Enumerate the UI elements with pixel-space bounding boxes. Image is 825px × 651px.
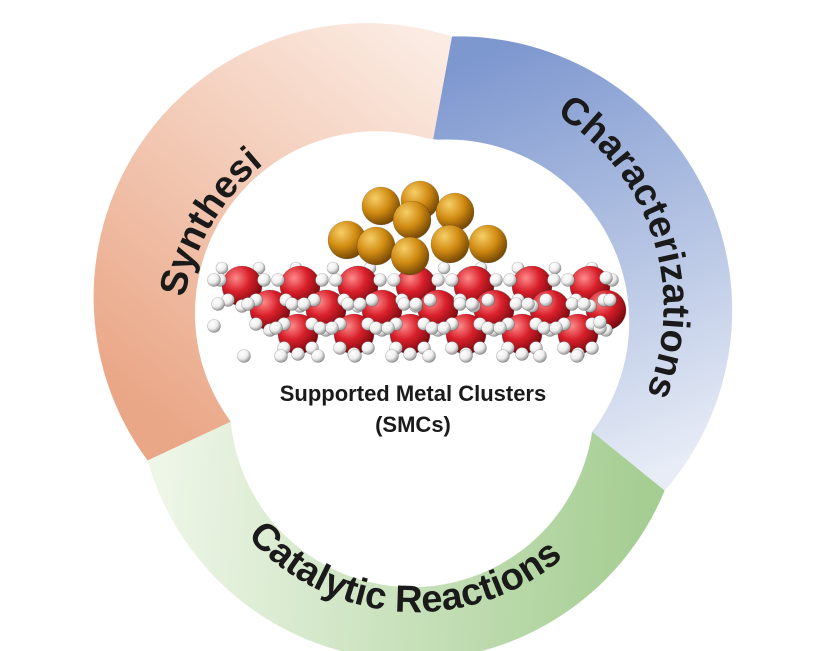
hydrogen-atom bbox=[533, 349, 547, 363]
hydrogen-atom bbox=[509, 297, 523, 311]
metal-atom bbox=[390, 236, 430, 276]
hydrogen-atom bbox=[215, 261, 229, 275]
metal-cluster-on-support-illustration bbox=[207, 180, 627, 363]
hydrogen-atom bbox=[211, 297, 225, 311]
hydrogen-atom bbox=[373, 273, 387, 287]
hydrogen-atom bbox=[459, 349, 473, 363]
hydrogen-atom bbox=[291, 347, 305, 361]
hydrogen-atom bbox=[409, 297, 423, 311]
hydrogen-atom bbox=[570, 349, 584, 363]
hydrogen-atom bbox=[207, 319, 221, 333]
hydrogen-atom bbox=[493, 321, 507, 335]
hydrogen-atom bbox=[422, 349, 436, 363]
hydrogen-atom bbox=[593, 315, 607, 329]
hydrogen-atom bbox=[496, 349, 510, 363]
metal-atom bbox=[430, 224, 470, 264]
metal-cluster bbox=[327, 180, 508, 276]
hydrogen-atom bbox=[473, 341, 487, 355]
hydrogen-atom bbox=[503, 273, 517, 287]
hydrogen-atom bbox=[313, 321, 327, 335]
hydrogen-atom bbox=[599, 271, 613, 285]
hydrogen-atom bbox=[453, 297, 467, 311]
hydrogen-atom bbox=[381, 321, 395, 335]
hydrogen-atom bbox=[549, 321, 563, 335]
hydrogen-atom bbox=[548, 261, 562, 275]
ring-segment-characterizations bbox=[433, 36, 733, 491]
hydrogen-atom bbox=[585, 341, 599, 355]
hydrogen-atom bbox=[361, 341, 375, 355]
center-title-line2: (SMCs) bbox=[375, 412, 451, 437]
hydrogen-atom bbox=[481, 293, 495, 307]
hydrogen-atom bbox=[249, 317, 263, 331]
hydrogen-atom bbox=[252, 261, 266, 275]
hydrogen-atom bbox=[561, 273, 575, 287]
hydrogen-atom bbox=[539, 293, 553, 307]
hydrogen-atom bbox=[425, 321, 439, 335]
hydrogen-atom bbox=[557, 341, 571, 355]
hydrogen-atom bbox=[257, 273, 271, 287]
hydrogen-atom bbox=[385, 349, 399, 363]
hydrogen-atom bbox=[237, 349, 251, 363]
hydrogen-atom bbox=[341, 297, 355, 311]
ring-segment-synthesis bbox=[93, 23, 453, 461]
center-title-line1: Supported Metal Clusters bbox=[280, 381, 546, 406]
ring-segment-catalytic bbox=[147, 421, 665, 651]
hydrogen-atom bbox=[285, 297, 299, 311]
hydrogen-atom bbox=[423, 293, 437, 307]
metal-atom bbox=[468, 224, 508, 264]
hydrogen-atom bbox=[329, 273, 343, 287]
hydrogen-atom bbox=[437, 261, 451, 275]
hydrogen-atom bbox=[387, 273, 401, 287]
hydrogen-atom bbox=[365, 293, 379, 307]
hydrogen-atom bbox=[445, 341, 459, 355]
hydrogen-atom bbox=[369, 321, 383, 335]
hydrogen-atom bbox=[397, 297, 411, 311]
hydrogen-atom bbox=[207, 273, 221, 287]
oxide-support-slab bbox=[207, 261, 627, 363]
hydrogen-atom bbox=[348, 349, 362, 363]
metal-atom bbox=[435, 192, 475, 232]
hydrogen-atom bbox=[333, 341, 347, 355]
hydrogen-atom bbox=[603, 293, 617, 307]
hydrogen-atom bbox=[353, 297, 367, 311]
hydrogen-atom bbox=[565, 297, 579, 311]
hydrogen-atom bbox=[271, 273, 285, 287]
hydrogen-atom bbox=[274, 349, 288, 363]
hydrogen-atom bbox=[241, 297, 255, 311]
hydrogen-atom bbox=[311, 349, 325, 363]
hydrogen-atom bbox=[481, 321, 495, 335]
hydrogen-atom bbox=[537, 321, 551, 335]
hydrogen-atom bbox=[489, 273, 503, 287]
hydrogen-atom bbox=[521, 297, 535, 311]
hydrogen-atom bbox=[445, 273, 459, 287]
hydrogen-atom bbox=[403, 347, 417, 361]
hydrogen-atom bbox=[515, 347, 529, 361]
hydrogen-atom bbox=[269, 321, 283, 335]
hydrogen-atom bbox=[431, 273, 445, 287]
hydrogen-atom bbox=[437, 321, 451, 335]
hydrogen-atom bbox=[315, 273, 329, 287]
hydrogen-atom bbox=[325, 321, 339, 335]
metal-atom bbox=[392, 200, 432, 240]
hydrogen-atom bbox=[326, 261, 340, 275]
metal-atom bbox=[356, 226, 396, 266]
hydrogen-atom bbox=[297, 297, 311, 311]
hydrogen-atom bbox=[465, 297, 479, 311]
hydrogen-atom bbox=[547, 273, 561, 287]
hydrogen-atom bbox=[577, 297, 591, 311]
